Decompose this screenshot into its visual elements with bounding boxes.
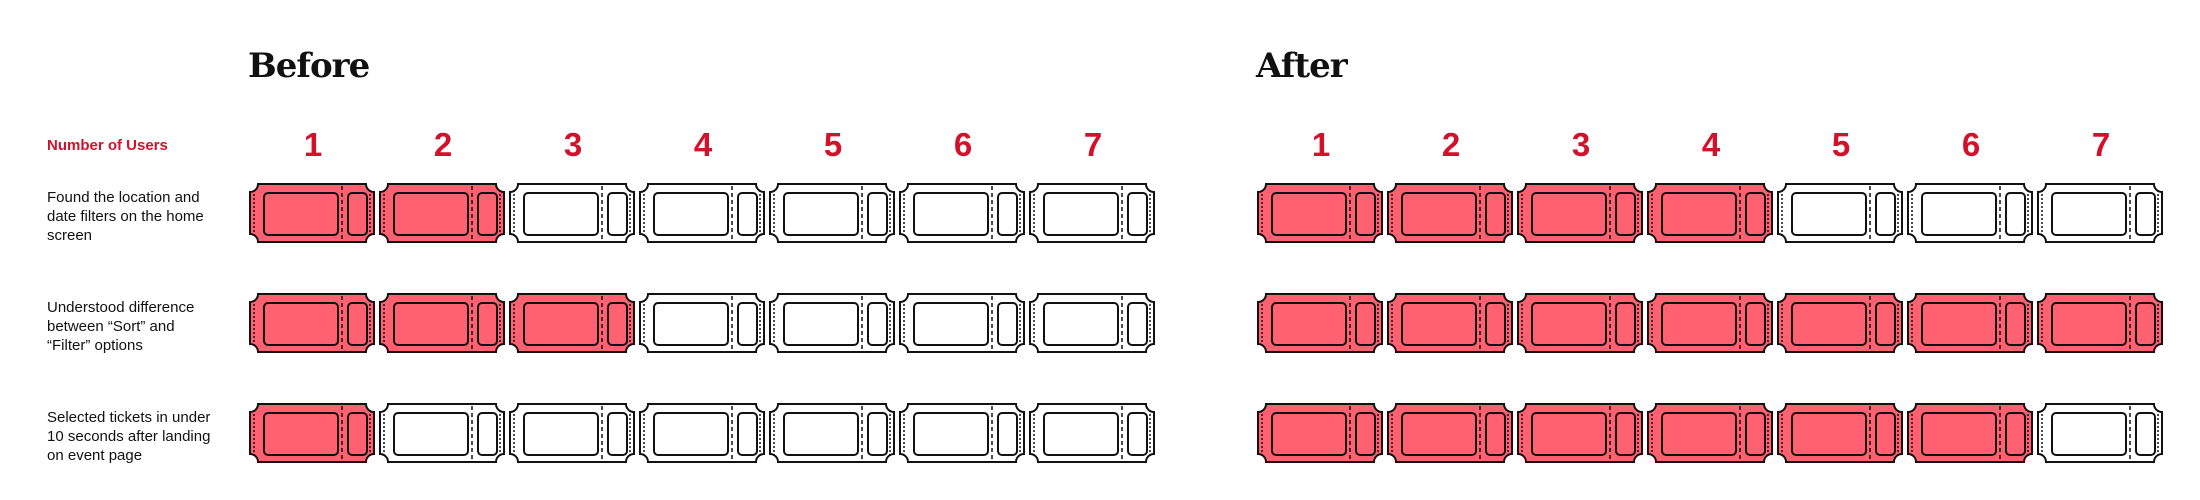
ticket-before-row3-user5 (769, 403, 895, 463)
column-number-after-4: 4 (1701, 126, 1721, 163)
ticket-before-row1-user2 (379, 183, 505, 243)
ticket-after-row2-user6 (1907, 293, 2033, 353)
number-of-users-label: Number of Users (47, 137, 168, 154)
ticket-after-row2-user2 (1387, 293, 1513, 353)
column-number-before-7: 7 (1083, 126, 1103, 163)
ticket-before-row2-user7 (1029, 293, 1155, 353)
ticket-after-row1-user1 (1257, 183, 1383, 243)
column-number-after-1: 1 (1311, 126, 1331, 163)
ticket-after-row3-user1 (1257, 403, 1383, 463)
ticket-after-row2-user3 (1517, 293, 1643, 353)
ticket-after-row3-user4 (1647, 403, 1773, 463)
ticket-after-row2-user7 (2037, 293, 2163, 353)
ticket-after-row1-user7 (2037, 183, 2163, 243)
ticket-after-row1-user4 (1647, 183, 1773, 243)
column-number-after-3: 3 (1571, 126, 1591, 163)
panel-title-after: After (1256, 46, 1348, 86)
ticket-before-row2-user1 (249, 293, 375, 353)
ticket-before-row1-user5 (769, 183, 895, 243)
ticket-after-row3-user7 (2037, 403, 2163, 463)
ticket-before-row1-user7 (1029, 183, 1155, 243)
ticket-after-row1-user5 (1777, 183, 1903, 243)
ticket-before-row1-user3 (509, 183, 635, 243)
ticket-after-row3-user5 (1777, 403, 1903, 463)
ticket-before-row2-user5 (769, 293, 895, 353)
ticket-before-row2-user6 (899, 293, 1025, 353)
column-number-before-4: 4 (693, 126, 713, 163)
ticket-after-row2-user4 (1647, 293, 1773, 353)
ticket-after-row1-user3 (1517, 183, 1643, 243)
ticket-before-row3-user3 (509, 403, 635, 463)
row-label-sort-filter: Understood difference between “Sort” and… (47, 299, 195, 354)
row-label-selected-tickets: Selected tickets in under 10 seconds aft… (47, 409, 211, 464)
column-number-after-2: 2 (1441, 126, 1461, 163)
ticket-before-row3-user6 (899, 403, 1025, 463)
ticket-before-row1-user1 (249, 183, 375, 243)
column-number-after-6: 6 (1961, 126, 1981, 163)
panel-title-before: Before (248, 46, 370, 86)
ticket-before-row3-user2 (379, 403, 505, 463)
column-number-before-2: 2 (433, 126, 453, 163)
ticket-before-row3-user1 (249, 403, 375, 463)
column-number-before-3: 3 (563, 126, 583, 163)
ticket-before-row2-user4 (639, 293, 765, 353)
row-label-location-filters: Found the location and date filters on t… (47, 189, 204, 244)
ticket-after-row3-user2 (1387, 403, 1513, 463)
column-number-after-7: 7 (2091, 126, 2111, 163)
ticket-before-row1-user4 (639, 183, 765, 243)
ticket-after-row2-user1 (1257, 293, 1383, 353)
ticket-before-row3-user4 (639, 403, 765, 463)
column-number-before-5: 5 (823, 126, 843, 163)
column-number-before-6: 6 (953, 126, 973, 163)
ticket-after-row3-user6 (1907, 403, 2033, 463)
ticket-before-row2-user3 (509, 293, 635, 353)
ticket-before-row2-user2 (379, 293, 505, 353)
column-number-after-5: 5 (1831, 126, 1851, 163)
ticket-after-row3-user3 (1517, 403, 1643, 463)
ticket-before-row1-user6 (899, 183, 1025, 243)
ticket-before-row3-user7 (1029, 403, 1155, 463)
ticket-after-row2-user5 (1777, 293, 1903, 353)
ticket-after-row1-user2 (1387, 183, 1513, 243)
column-number-before-1: 1 (303, 126, 323, 163)
ticket-after-row1-user6 (1907, 183, 2033, 243)
